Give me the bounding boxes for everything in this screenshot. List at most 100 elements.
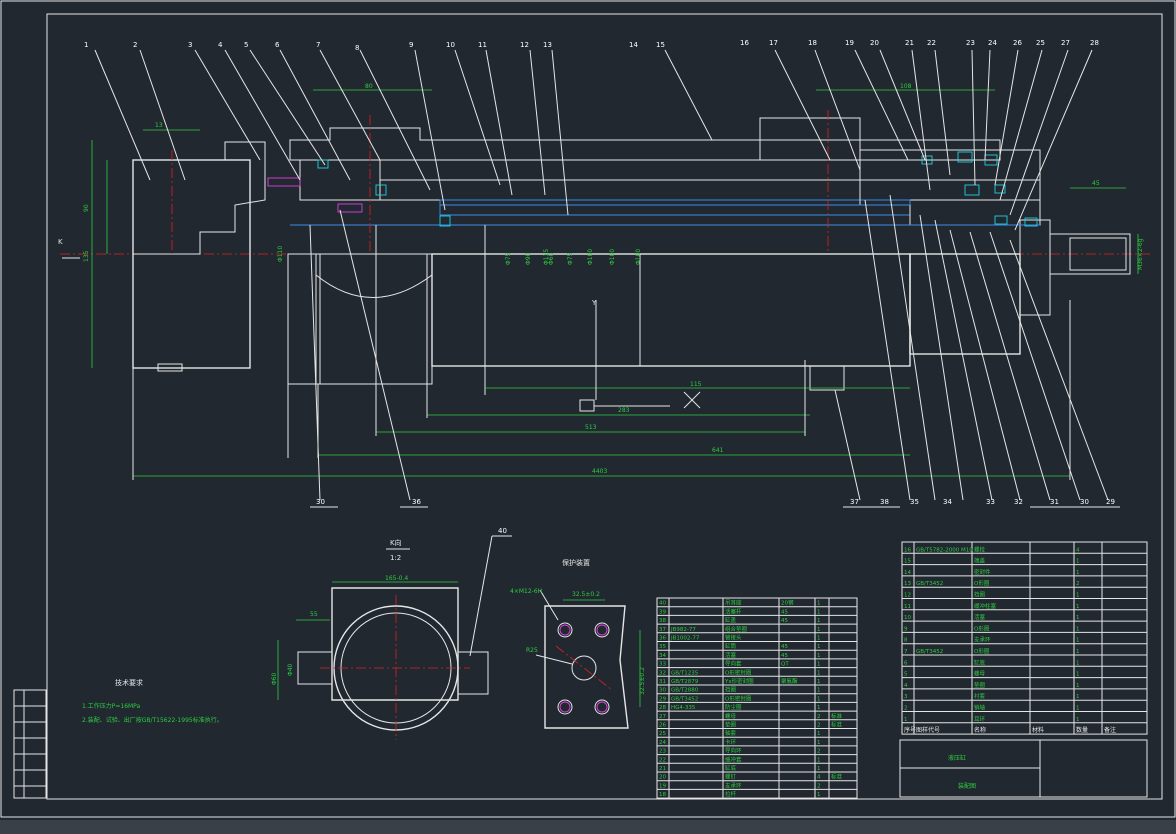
bom-cell: O形密封圈: [725, 694, 752, 702]
tech-req-item: 2.装配、试验、出厂按GB/T15622-1995标准执行。: [82, 716, 223, 724]
title-name: 液压缸: [948, 754, 966, 762]
bom-cell: 1: [1076, 638, 1080, 644]
bom-cell: 1: [1076, 559, 1080, 565]
bom-cell: O形圈: [974, 624, 990, 632]
part-label: 20: [870, 39, 879, 47]
bom-cell: 1: [1076, 660, 1080, 666]
bom-cell: 32: [659, 670, 666, 676]
dim-bore: Φ115: [543, 249, 550, 265]
dim-left-h1: 90: [83, 204, 90, 212]
bom-cell: GB/T1235: [671, 670, 699, 676]
bom-cell: 密封件: [974, 568, 991, 576]
bom-cell: 垫圈: [725, 721, 737, 729]
bom-cell: 31: [659, 679, 666, 685]
bom-cell: 2: [1076, 581, 1080, 587]
dim-total: 4403: [592, 468, 607, 475]
bom-cell: 30: [659, 688, 666, 694]
piston-hatched: [299, 159, 381, 201]
bom-cell: O形圈: [974, 579, 990, 587]
part-label: 33: [986, 498, 995, 506]
part-label: 28: [1090, 39, 1099, 47]
bom-cell: 21: [659, 766, 666, 772]
status-bar: [0, 820, 1176, 834]
dim-stroke-b: 283: [618, 407, 630, 414]
bom-cell: 组合垫圈: [725, 625, 748, 633]
bom-cell: 1: [817, 601, 821, 607]
bom-cell: 7: [904, 649, 908, 655]
leader-lines-top: [94, 49, 1093, 231]
part-label: 22: [927, 39, 936, 47]
bom-cell: 1: [817, 679, 821, 685]
bom-cell: 缸盖: [725, 616, 737, 624]
bom-cell: 37: [659, 627, 666, 633]
bom-header-cell: 名称: [974, 726, 986, 734]
left-stamp-table: [13, 689, 47, 799]
bom-cell: 22: [659, 757, 666, 763]
sheet-inner-border: [46, 13, 1163, 800]
bom-cell: 销轴: [974, 704, 986, 712]
bom-cell: 螺母: [974, 670, 986, 678]
part-label: 32: [1014, 498, 1023, 506]
flange-dim-top: 32.5±0.2: [572, 591, 600, 598]
dim-stroke-a: 115: [690, 381, 702, 388]
bom-cell: 39: [659, 609, 666, 615]
part-label: 27: [1061, 39, 1070, 47]
bom-cell: JB982-77: [670, 627, 696, 633]
bom-cell: 支承环: [725, 781, 742, 789]
title-sub: 装配图: [958, 782, 976, 790]
part-label: 26: [1013, 39, 1022, 47]
clevis-boss: [157, 363, 183, 372]
part-label: 34: [943, 498, 952, 506]
bom-cell: 2: [817, 749, 821, 755]
bom-cell: 1: [817, 688, 821, 694]
part-label: 10: [446, 41, 455, 49]
technical-requirements: 技术要求 1.工作压力P=16MPa 2.装配、试验、出厂按GB/T15622-…: [82, 678, 223, 724]
k-view-scale: 1:2: [390, 554, 401, 562]
gland-hatched: [859, 149, 1041, 226]
view-direction-label: K: [58, 238, 63, 246]
part-label: 12: [520, 41, 529, 49]
bom-cell: 标准: [831, 773, 843, 781]
bom-cell: 4: [904, 683, 908, 689]
bom-cell: 45: [781, 609, 788, 615]
bom-cell: 1: [904, 717, 908, 723]
bom-cell: 1: [817, 609, 821, 615]
part-label: 31: [1050, 498, 1059, 506]
leader-lines-bottom: [309, 194, 1109, 501]
bom-cell: 拉杆: [725, 790, 737, 798]
bom-cell: 防尘圈: [725, 703, 742, 711]
dim-top-c: 13: [155, 122, 163, 129]
bom-cell: 耳环: [974, 716, 986, 723]
bom-cell: 45: [781, 618, 788, 624]
section-marker: Y: [591, 299, 597, 307]
rod-thread: [1049, 233, 1131, 275]
cylinder-tube-hatched: [289, 127, 1001, 161]
k-dim-c: Φ40: [287, 663, 294, 676]
dimension-texts: K Y 80 108 13 45 M36×2-6g 90 135 Φ110 Φ7…: [58, 83, 1144, 475]
bom-cell: 1: [817, 705, 821, 711]
bom-cell: GB/T2880: [671, 688, 699, 694]
bom-cell: 缓冲套: [725, 755, 742, 763]
part-label: 24: [988, 39, 997, 47]
dim-bore: Φ75: [567, 252, 574, 265]
bom-header-cell: 图样代号: [916, 726, 940, 734]
bom-cell: 2: [817, 714, 821, 720]
bom-cell: 螺栓: [974, 545, 986, 553]
bom-cell: 18: [659, 792, 666, 798]
bom-cell: 1: [1076, 683, 1080, 689]
bom-cell: 缸底: [725, 764, 737, 772]
dim-bore: Φ100: [635, 249, 642, 265]
part-label: 17: [769, 39, 778, 47]
bom-cell: 活塞杆: [725, 607, 742, 615]
bom-cell: O形圈: [974, 647, 990, 655]
part-label: 5: [244, 41, 248, 49]
bom-cell: 6: [904, 660, 908, 666]
part-label: 9: [409, 41, 413, 49]
bom-cell: 14: [904, 570, 911, 576]
part-label: 29: [1106, 498, 1115, 506]
cylinder-main-view: [60, 49, 1150, 501]
gland-lower: [909, 253, 1021, 355]
k-dim-b: Φ60: [271, 672, 278, 685]
port-lower: [809, 365, 845, 391]
